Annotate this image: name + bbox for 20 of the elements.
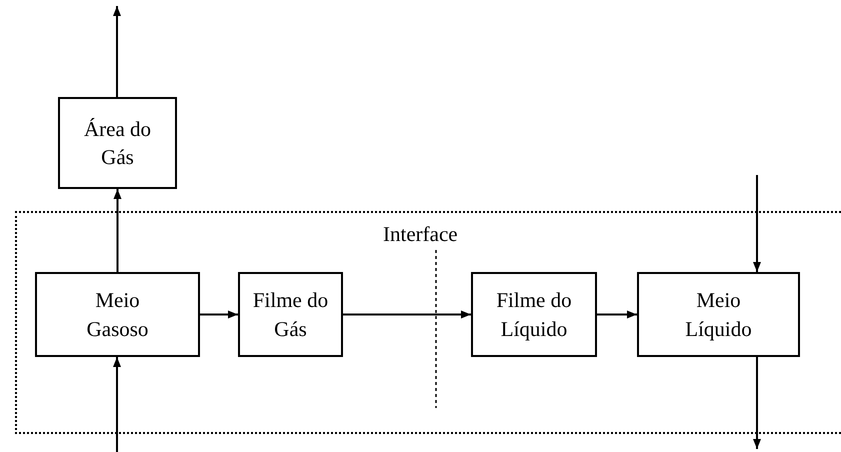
box-label: Área do Gás [82, 116, 152, 171]
process-box [238, 272, 343, 357]
arrow [200, 310, 238, 318]
process-box [471, 272, 597, 357]
arrow [113, 6, 121, 97]
process-box [58, 97, 177, 189]
interface-label: Interface [383, 222, 458, 247]
arrow [113, 357, 121, 452]
boundary-box [15, 211, 841, 434]
arrow [114, 189, 122, 272]
box-label: Meio Líquido [684, 287, 753, 342]
arrow [753, 357, 761, 449]
box-label: Filme do Líquido [495, 287, 573, 342]
process-box [637, 272, 800, 357]
box-label: Filme do Gás [252, 287, 330, 342]
arrow [753, 175, 761, 272]
box-label: Meio Gasoso [86, 287, 150, 342]
arrow [597, 310, 637, 318]
arrow [343, 310, 471, 318]
process-box [35, 272, 200, 357]
